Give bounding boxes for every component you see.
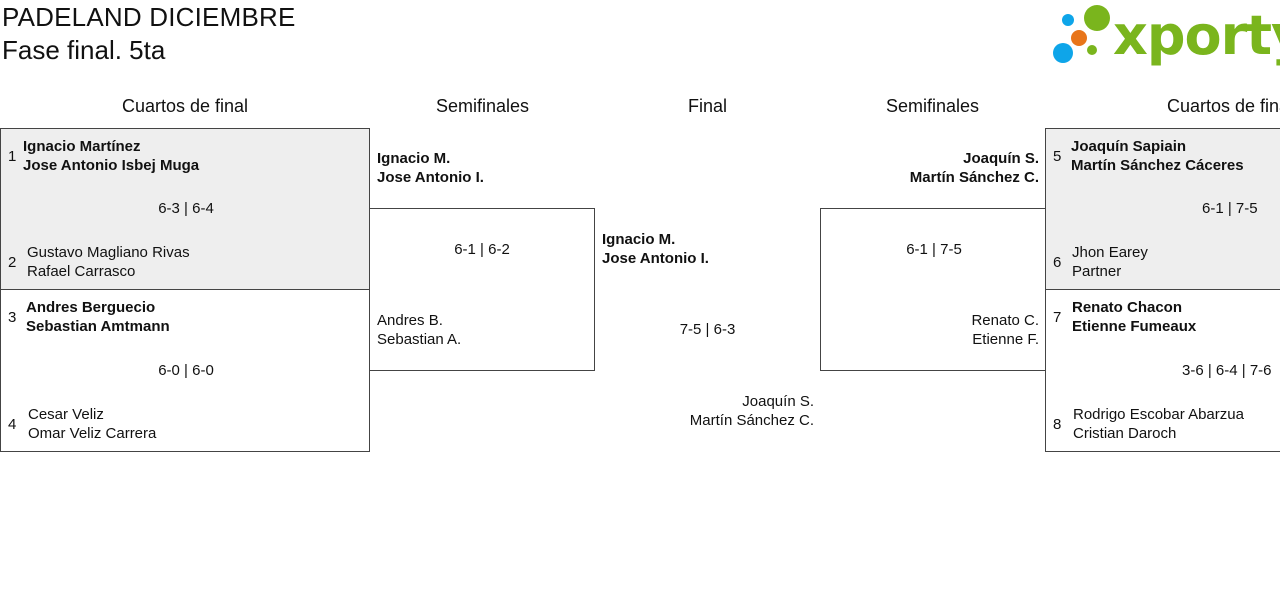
seed-4: 4 bbox=[8, 416, 17, 433]
match-score: 6-3 | 6-4 bbox=[158, 200, 214, 217]
team-4: Cesar Veliz Omar Veliz Carrera bbox=[28, 405, 156, 443]
team-8: Rodrigo Escobar Abarzua Cristian Daroch bbox=[1073, 405, 1244, 443]
player-name: Joaquín S. bbox=[963, 150, 1039, 167]
player-name: Etienne F. bbox=[972, 331, 1039, 348]
team-6: Jhon Earey Partner bbox=[1072, 243, 1148, 281]
page-subtitle: Fase final. 5ta bbox=[2, 35, 166, 65]
team-5: Joaquín Sapiain Martín Sánchez Cáceres bbox=[1071, 137, 1244, 175]
sf-left-team-a: Ignacio M. Jose Antonio I. bbox=[377, 149, 484, 187]
player-name: Sebastian A. bbox=[377, 331, 462, 348]
player-name: Cesar Veliz bbox=[28, 406, 104, 423]
match-qf-right-2[interactable]: 7 Renato Chacon Etienne Fumeaux 3-6 | 6-… bbox=[1045, 289, 1280, 452]
sf-left-team-b: Andres B. Sebastian A. bbox=[377, 311, 461, 349]
seed-1: 1 bbox=[8, 148, 17, 165]
round-header-final: Final bbox=[687, 96, 727, 116]
player-name: Jhon Earey bbox=[1072, 244, 1148, 261]
player-name: Martín Sánchez Cáceres bbox=[1071, 157, 1244, 174]
player-name: Joaquín S. bbox=[742, 393, 814, 410]
match-qf-left-1[interactable]: 1 Ignacio Martínez Jose Antonio Isbej Mu… bbox=[0, 128, 370, 290]
sf-right-team-b: Renato C. Etienne F. bbox=[821, 311, 1039, 349]
player-name: Rafael Carrasco bbox=[27, 263, 136, 280]
player-name: Renato Chacon bbox=[1072, 299, 1183, 316]
seed-2: 2 bbox=[8, 254, 17, 271]
round-header-qf-left: Cuartos de final bbox=[121, 96, 249, 116]
team-7: Renato Chacon Etienne Fumeaux bbox=[1072, 298, 1196, 336]
player-name: Joaquín Sapiain bbox=[1071, 138, 1187, 155]
match-qf-left-2[interactable]: 3 Andres Berguecio Sebastian Amtmann 6-0… bbox=[0, 289, 370, 452]
match-score: 6-1 | 6-2 bbox=[454, 241, 510, 258]
match-score: 3-6 | 6-4 | 7-6 bbox=[1182, 362, 1272, 379]
team-1: Ignacio Martínez Jose Antonio Isbej Muga bbox=[23, 137, 199, 175]
xporty-logo[interactable] bbox=[1050, 4, 1278, 68]
final-team-a: Ignacio M. Jose Antonio I. bbox=[602, 230, 709, 268]
player-name: Andres B. bbox=[377, 312, 443, 329]
player-name: Renato C. bbox=[971, 312, 1039, 329]
player-name: Jose Antonio Isbej Muga bbox=[23, 157, 200, 174]
player-name: Martín Sánchez C. bbox=[689, 412, 814, 429]
match-sf-right[interactable]: 6-1 | 7-5 Renato C. Etienne F. bbox=[820, 208, 1046, 371]
seed-7: 7 bbox=[1053, 309, 1062, 326]
page-title: PADELAND DICIEMBRE bbox=[2, 2, 296, 32]
player-name: Andres Berguecio bbox=[26, 299, 156, 316]
player-name: Partner bbox=[1072, 263, 1122, 280]
player-name: Martín Sánchez C. bbox=[909, 169, 1039, 186]
player-name: Rodrigo Escobar Abarzua bbox=[1073, 406, 1244, 423]
match-score: 6-1 | 7-5 bbox=[1202, 200, 1258, 217]
match-score: 6-1 | 7-5 bbox=[906, 241, 962, 258]
final-score: 7-5 | 6-3 bbox=[679, 321, 736, 338]
sf-right-team-a: Joaquín S. Martín Sánchez C. bbox=[820, 149, 1039, 187]
player-name: Sebastian Amtmann bbox=[26, 318, 170, 335]
player-name: Omar Veliz Carrera bbox=[28, 425, 157, 442]
player-name: Etienne Fumeaux bbox=[1072, 318, 1197, 335]
team-3: Andres Berguecio Sebastian Amtmann bbox=[26, 298, 170, 336]
seed-3: 3 bbox=[8, 309, 17, 326]
team-2: Gustavo Magliano Rivas Rafael Carrasco bbox=[27, 243, 190, 281]
match-score: 6-0 | 6-0 bbox=[158, 362, 214, 379]
logo-text: xporty bbox=[1113, 4, 1280, 67]
seed-5: 5 bbox=[1053, 148, 1062, 165]
player-name: Cristian Daroch bbox=[1073, 425, 1177, 442]
match-sf-left[interactable]: 6-1 | 6-2 Andres B. Sebastian A. bbox=[369, 208, 595, 371]
round-header-qf-right: Cuartos de final bbox=[1166, 96, 1280, 116]
logo-dots-icon bbox=[1053, 5, 1110, 63]
final-team-b: Joaquín S. Martín Sánchez C. bbox=[595, 392, 814, 430]
player-name: Ignacio M. bbox=[602, 231, 676, 248]
seed-6: 6 bbox=[1053, 254, 1062, 271]
match-qf-right-1[interactable]: 5 Joaquín Sapiain Martín Sánchez Cáceres… bbox=[1045, 128, 1280, 290]
player-name: Jose Antonio I. bbox=[602, 250, 709, 267]
seed-8: 8 bbox=[1053, 416, 1062, 433]
player-name: Ignacio M. bbox=[377, 150, 451, 167]
round-header-sf-left: Semifinales bbox=[435, 96, 530, 116]
player-name: Jose Antonio I. bbox=[377, 169, 484, 186]
player-name: Ignacio Martínez bbox=[23, 138, 141, 155]
round-header-sf-right: Semifinales bbox=[885, 96, 980, 116]
player-name: Gustavo Magliano Rivas bbox=[27, 244, 190, 261]
